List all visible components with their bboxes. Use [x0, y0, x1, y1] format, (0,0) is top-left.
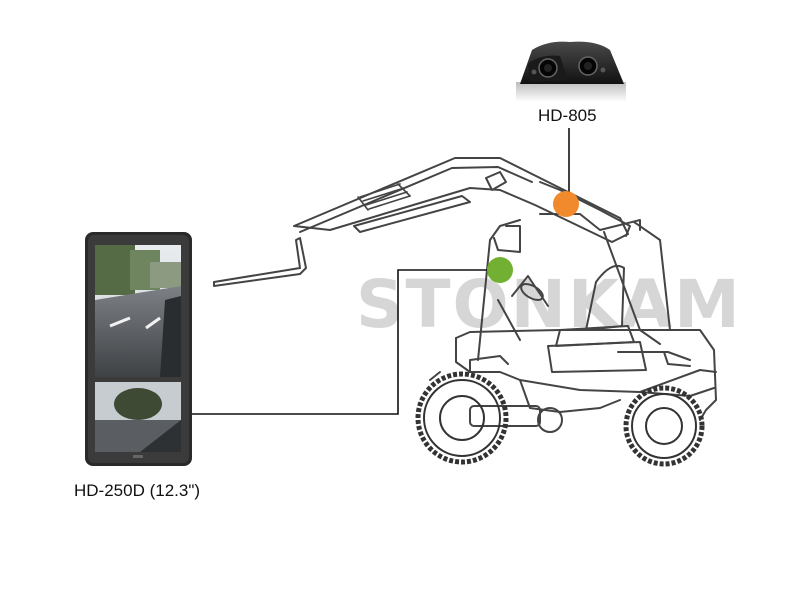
monitor-wire — [188, 269, 500, 415]
monitor-model-label: HD-250D (12.3") — [74, 481, 201, 500]
rear-wheel — [623, 385, 705, 467]
forklift-drawing — [213, 157, 717, 433]
connection-wires — [188, 128, 570, 415]
interior-camera-marker — [487, 257, 513, 283]
front-wheel — [415, 371, 509, 465]
camera-model-label: HD-805 — [538, 106, 597, 125]
roof-camera-marker — [553, 191, 579, 217]
hd805-camera-image — [516, 41, 626, 102]
hd250d-monitor-image — [85, 232, 192, 466]
